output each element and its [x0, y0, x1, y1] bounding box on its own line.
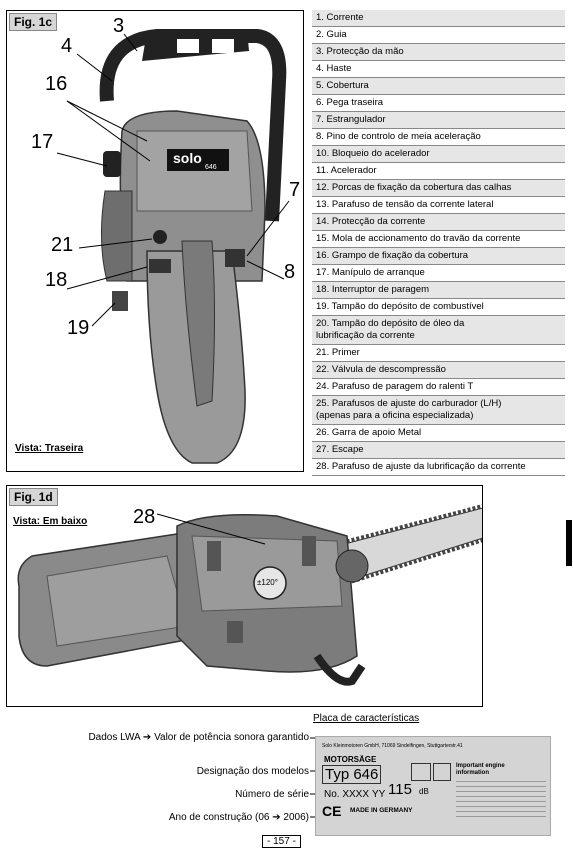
callout-7: 7 [289, 179, 301, 201]
plate-typ: Typ 646 [322, 765, 382, 784]
chain-icon [433, 763, 451, 781]
lwa-label: Dados LWA ➔ Valor de potência sonora gar… [88, 732, 309, 743]
plate-important: Important engine information [456, 763, 505, 776]
list-item: 21. Primer [312, 345, 565, 362]
rating-plate: Solo Kleinmotoren GmbH, 71069 Sindelfing… [315, 736, 551, 836]
plate-lwa-unit: dB [419, 787, 429, 796]
list-item: 11. Acelerador [312, 163, 565, 180]
plate-made-in: MADE IN GERMANY [350, 807, 413, 814]
rating-plate-title: Placa de características [313, 713, 420, 724]
list-item: 3. Protecção da mão [312, 44, 565, 61]
plate-lwa-value: 115 [388, 781, 412, 798]
figure-1c: Fig. 1c [6, 10, 304, 472]
plate-fine-print [456, 781, 546, 821]
list-item: 12. Porcas de fixação da cobertura das c… [312, 180, 565, 197]
list-item: 19. Tampão do depósito de combustível [312, 299, 565, 316]
plate-year: YY [372, 789, 386, 800]
plate-maker: Solo Kleinmotoren GmbH, 71069 Sindelfing… [322, 743, 463, 749]
list-item: 1. Corrente [312, 10, 565, 27]
list-item: 7. Estrangulador [312, 112, 565, 129]
parts-list: 1. Corrente 2. Guia 3. Protecção da mão … [312, 10, 565, 476]
chainsaw-bottom-illustration [17, 504, 482, 686]
page-edge-marker [566, 520, 572, 566]
figure-1c-label: Fig. 1c [9, 13, 58, 31]
model-designation-label: Designação dos modelos [196, 766, 309, 777]
hexagon-icon [411, 763, 431, 781]
callout-3: 3 [113, 15, 125, 37]
callout-19: 19 [67, 317, 90, 339]
view-rear-label: Vista: Traseira [15, 443, 84, 454]
callout-21: 21 [51, 234, 74, 256]
list-item: 26. Garra de apoio Metal [312, 425, 565, 442]
callout-17: 17 [31, 131, 54, 153]
view-bottom-label: Vista: Em baixo [13, 516, 88, 527]
plate-product: MOTORSÄGE [324, 755, 377, 764]
page-number: - 157 - [262, 835, 301, 848]
adjust-dial-label: ±120° [257, 578, 278, 587]
list-item: 17. Manípulo de arranque [312, 265, 565, 282]
list-item: 4. Haste [312, 61, 565, 78]
list-item: 20. Tampão do depósito de óleo da lubrif… [312, 316, 565, 345]
callout-16: 16 [45, 73, 68, 95]
list-item: 18. Interruptor de paragem [312, 282, 565, 299]
callout-28: 28 [133, 506, 156, 528]
list-item: 27. Escape [312, 442, 565, 459]
list-item: 14. Protecção da corrente [312, 214, 565, 231]
list-item: 24. Parafuso de paragem do ralenti T [312, 379, 565, 396]
list-item: 15. Mola de accionamento do travão da co… [312, 231, 565, 248]
callout-8: 8 [284, 261, 296, 283]
list-item: 6. Pega traseira [312, 95, 565, 112]
callout-18: 18 [45, 269, 68, 291]
list-item: 16. Grampo de fixação da cobertura [312, 248, 565, 265]
list-item: 10. Bloqueio do acelerador [312, 146, 565, 163]
ce-mark: CE [322, 803, 342, 819]
list-item: 8. Pino de controlo de meia aceleração [312, 129, 565, 146]
year-label: Ano de construção (06 ➔ 2006) [168, 812, 309, 823]
list-item: 22. Válvula de descompressão [312, 362, 565, 379]
figure-1d: Fig. 1d Vista: Em baixo 28 ±120° [6, 485, 483, 707]
plate-serial: No. XXXX [324, 789, 370, 800]
figure-1d-label: Fig. 1d [9, 488, 58, 506]
list-item: 25. Parafusos de ajuste do carburador (L… [312, 396, 565, 425]
brand-logo: solo [173, 150, 202, 166]
model-number: 646 [205, 164, 217, 171]
list-item: 2. Guia [312, 27, 565, 44]
serial-number-label: Número de série [235, 789, 309, 800]
callout-4: 4 [61, 35, 73, 57]
list-item: 13. Parafuso de tensão da corrente later… [312, 197, 565, 214]
chainsaw-rear-illustration [56, 29, 290, 464]
list-item: 5. Cobertura [312, 78, 565, 95]
list-item: 28. Parafuso de ajuste da lubrificação d… [312, 459, 565, 476]
